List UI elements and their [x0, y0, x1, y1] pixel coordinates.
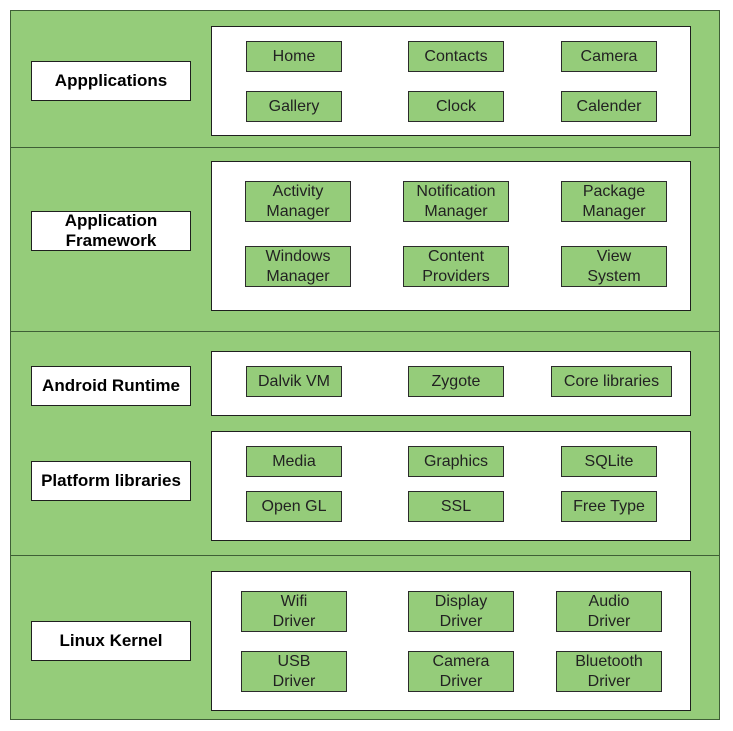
core-libraries-box: Core libraries	[551, 366, 672, 397]
application-framework-panel: Activity Manager Notification Manager Pa…	[211, 161, 691, 311]
zygote-box: Zygote	[408, 366, 504, 397]
calender-box: Calender	[561, 91, 657, 122]
display-driver-box: Display Driver	[408, 591, 514, 632]
band-separator	[11, 555, 719, 556]
bluetooth-driver-box: Bluetooth Driver	[556, 651, 662, 692]
linux-kernel-panel: Wifi Driver Display Driver Audio Driver …	[211, 571, 691, 711]
usb-driver-box: USB Driver	[241, 651, 347, 692]
applications-layer-label: Appplications	[31, 61, 191, 101]
gallery-box: Gallery	[246, 91, 342, 122]
media-box: Media	[246, 446, 342, 477]
graphics-box: Graphics	[408, 446, 504, 477]
band-separator	[11, 147, 719, 148]
home-box: Home	[246, 41, 342, 72]
windows-manager-box: Windows Manager	[245, 246, 351, 287]
platform-libraries-panel: Media Graphics SQLite Open GL SSL Free T…	[211, 431, 691, 541]
linux-kernel-layer-label: Linux Kernel	[31, 621, 191, 661]
wifi-driver-box: Wifi Driver	[241, 591, 347, 632]
audio-driver-box: Audio Driver	[556, 591, 662, 632]
android-architecture-diagram: Appplications Home Contacts Camera Galle…	[10, 10, 720, 720]
platform-libraries-layer-label: Platform libraries	[31, 461, 191, 501]
applications-panel: Home Contacts Camera Gallery Clock Calen…	[211, 26, 691, 136]
content-providers-box: Content Providers	[403, 246, 509, 287]
band-separator	[11, 331, 719, 332]
ssl-box: SSL	[408, 491, 504, 522]
clock-box: Clock	[408, 91, 504, 122]
android-runtime-layer-label: Android Runtime	[31, 366, 191, 406]
application-framework-layer-label: Application Framework	[31, 211, 191, 251]
free-type-box: Free Type	[561, 491, 657, 522]
view-system-box: View System	[561, 246, 667, 287]
contacts-box: Contacts	[408, 41, 504, 72]
sqlite-box: SQLite	[561, 446, 657, 477]
notification-manager-box: Notification Manager	[403, 181, 509, 222]
camera-driver-box: Camera Driver	[408, 651, 514, 692]
dalvik-vm-box: Dalvik VM	[246, 366, 342, 397]
activity-manager-box: Activity Manager	[245, 181, 351, 222]
open-gl-box: Open GL	[246, 491, 342, 522]
package-manager-box: Package Manager	[561, 181, 667, 222]
android-runtime-panel: Dalvik VM Zygote Core libraries	[211, 351, 691, 416]
camera-box: Camera	[561, 41, 657, 72]
